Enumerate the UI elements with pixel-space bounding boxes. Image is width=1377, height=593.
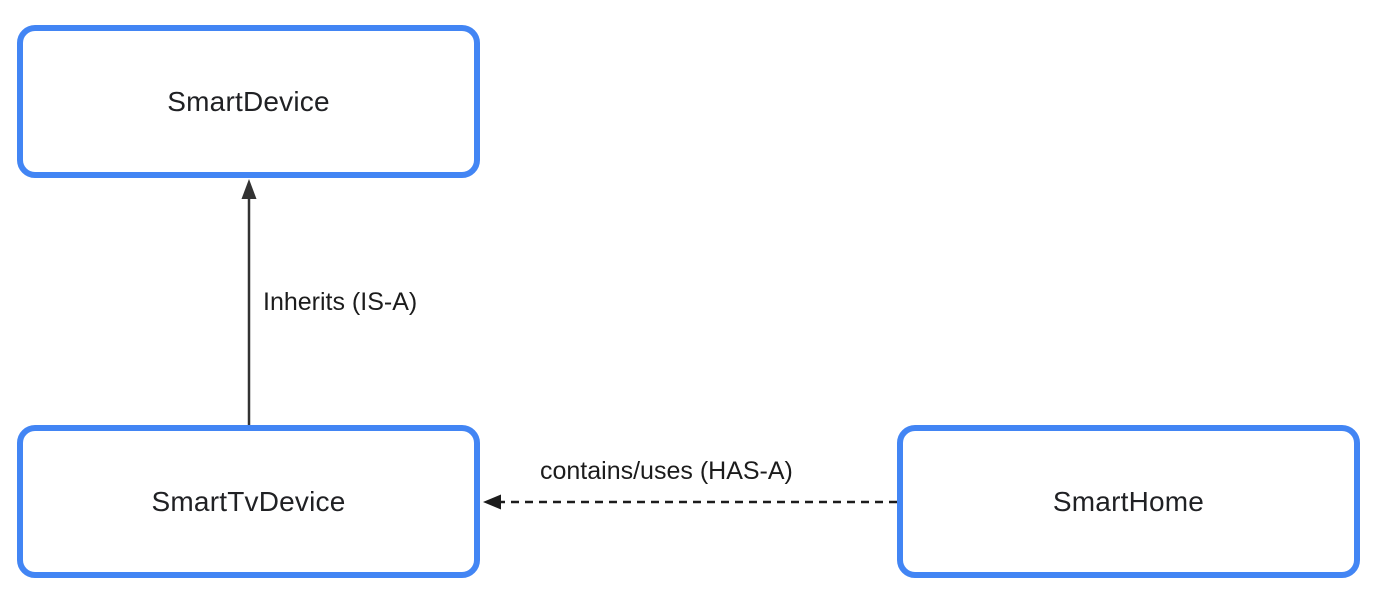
node-smart-tv-device: SmartTvDevice	[17, 425, 480, 578]
inheritance-arrow	[241, 179, 257, 425]
node-smart-tv-device-label: SmartTvDevice	[151, 485, 346, 517]
node-smart-device-label: SmartDevice	[167, 85, 330, 117]
has-a-arrow	[483, 494, 897, 510]
node-smart-device: SmartDevice	[17, 25, 480, 178]
node-smart-home-label: SmartHome	[1052, 485, 1205, 517]
node-smart-home: SmartHome	[897, 425, 1360, 578]
edge-label-contains-uses: contains/uses (HAS-A)	[540, 457, 793, 485]
edge-label-inherits: Inherits (IS-A)	[263, 288, 418, 316]
